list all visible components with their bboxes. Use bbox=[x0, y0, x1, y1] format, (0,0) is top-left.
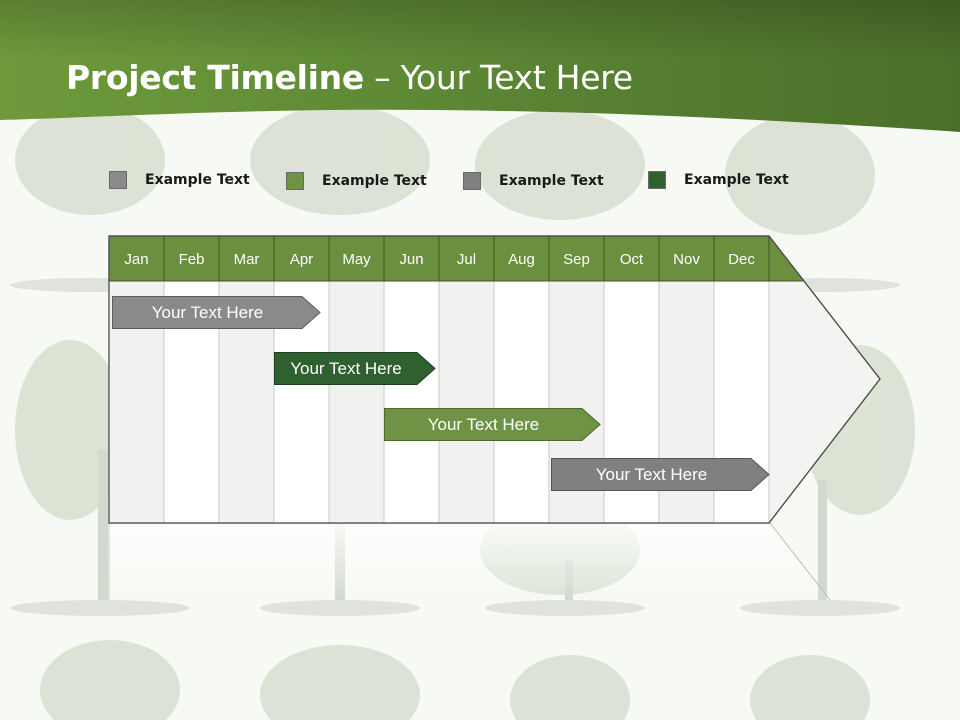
task-arrow-shape bbox=[112, 296, 321, 329]
month-column-may bbox=[328, 280, 385, 524]
task-arrow-shape bbox=[274, 352, 436, 385]
task-bar-4[interactable]: Your Text Here bbox=[551, 458, 770, 491]
task-bar-3[interactable]: Your Text Here bbox=[384, 408, 601, 441]
legend-label: Example Text bbox=[684, 172, 789, 188]
month-label-jul: Jul bbox=[457, 251, 476, 268]
task-bar-2[interactable]: Your Text Here bbox=[274, 352, 436, 385]
page-title: Project Timeline – Your Text Here bbox=[66, 58, 633, 97]
month-label-apr: Apr bbox=[290, 251, 313, 268]
task-label: Your Text Here bbox=[427, 414, 540, 434]
month-label-jan: Jan bbox=[124, 251, 148, 268]
month-label-mar: Mar bbox=[234, 251, 260, 268]
month-labels: Jan Feb Mar Apr May Jun Jul Aug Sep Oct Nov Dec bbox=[124, 251, 755, 268]
page-title-bold: Project Timeline bbox=[66, 58, 364, 97]
legend-swatch bbox=[286, 172, 304, 190]
timeline-reflection bbox=[109, 523, 830, 600]
month-label-may: May bbox=[342, 251, 371, 268]
month-label-dec: Dec bbox=[728, 251, 755, 268]
month-dividers bbox=[163, 236, 770, 281]
month-label-nov: Nov bbox=[673, 251, 700, 268]
month-column-aug bbox=[493, 280, 550, 524]
task-label: Your Text Here bbox=[595, 464, 708, 484]
month-label-aug: Aug bbox=[508, 251, 535, 268]
task-arrow-shape bbox=[384, 408, 601, 441]
month-label-oct: Oct bbox=[620, 251, 644, 268]
legend-label: Example Text bbox=[145, 172, 250, 188]
legend-swatch bbox=[648, 171, 666, 189]
month-label-jun: Jun bbox=[399, 251, 423, 268]
legend-label: Example Text bbox=[322, 173, 427, 189]
legend-swatch bbox=[109, 171, 127, 189]
month-column-jul bbox=[438, 280, 495, 524]
task-bar-1[interactable]: Your Text Here bbox=[112, 296, 321, 329]
legend-label: Example Text bbox=[499, 173, 604, 189]
task-label: Your Text Here bbox=[151, 302, 264, 322]
legend-swatch bbox=[463, 172, 481, 190]
month-label-sep: Sep bbox=[563, 251, 590, 268]
month-label-feb: Feb bbox=[179, 251, 205, 268]
task-arrow-shape bbox=[551, 458, 770, 491]
task-label: Your Text Here bbox=[290, 358, 402, 378]
month-column-jun bbox=[383, 280, 440, 524]
page-title-rest: – Your Text Here bbox=[363, 58, 633, 97]
